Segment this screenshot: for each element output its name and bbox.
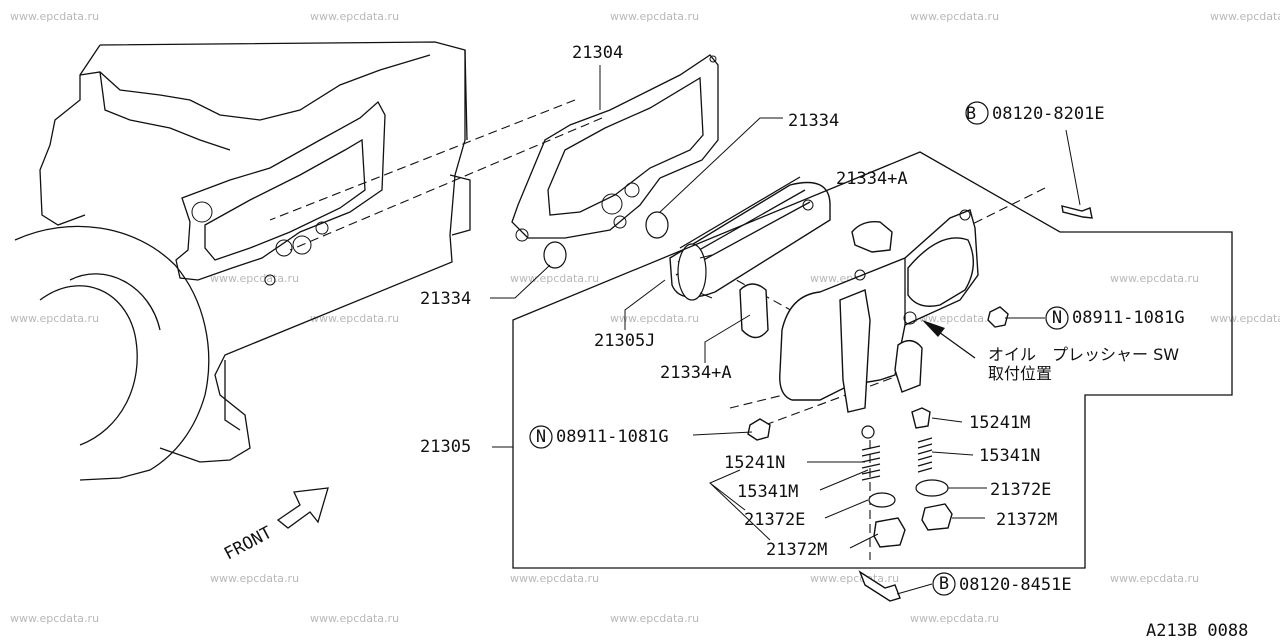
watermark: www.epcdata.ru bbox=[310, 612, 399, 625]
nut-prefix-circle bbox=[529, 425, 553, 449]
figure-code: A213B 0088 bbox=[1146, 621, 1248, 640]
nut-right-shape bbox=[987, 306, 1009, 328]
bolt-08120-8201e-shape bbox=[1061, 205, 1093, 219]
housing-bracket-frame bbox=[512, 151, 1233, 569]
label-21304: 21304 bbox=[572, 43, 623, 63]
prefix-circles bbox=[529, 101, 1069, 596]
right-valve-parts bbox=[911, 407, 953, 531]
gasket-hole bbox=[613, 215, 627, 229]
label-15341n: 15341N bbox=[979, 446, 1040, 466]
gasket-hole bbox=[264, 274, 276, 286]
gasket-hole bbox=[275, 239, 293, 257]
label-21334a-mid: 21334+A bbox=[660, 363, 732, 383]
watermark: www.epcdata.ru bbox=[510, 272, 599, 285]
gasket-hole bbox=[515, 228, 529, 242]
watermark: www.epcdata.ru bbox=[610, 612, 699, 625]
gasket-hole bbox=[191, 201, 213, 223]
oil-cooler-21305j-drawing bbox=[669, 176, 831, 301]
watermark: www.epcdata.ru bbox=[910, 10, 999, 23]
gasket-hole bbox=[292, 235, 312, 255]
nut-prefix: N bbox=[536, 427, 546, 447]
label-08911-1081g-left: 08911-1081G bbox=[556, 427, 669, 447]
watermark: www.epcdata.ru bbox=[210, 272, 299, 285]
label-21372m-right: 21372M bbox=[996, 510, 1057, 530]
front-label: FRONT bbox=[221, 523, 276, 565]
note-line-2: 取付位置 bbox=[988, 364, 1052, 383]
oil-filter-housing-drawing bbox=[779, 209, 979, 413]
pressure-switch-pointer bbox=[922, 320, 976, 359]
label-08120-8201e: 08120-8201E bbox=[992, 104, 1105, 124]
watermark: www.epcdata.ru bbox=[1210, 10, 1280, 23]
nut-left-shape bbox=[747, 418, 771, 441]
watermark: www.epcdata.ru bbox=[810, 572, 899, 585]
engine-block-drawing bbox=[14, 41, 471, 481]
gasket-21304-drawing bbox=[511, 54, 719, 242]
bolt-prefix-circle bbox=[965, 101, 989, 125]
element-21334a-mid bbox=[739, 283, 769, 339]
label-21305: 21305 bbox=[420, 437, 471, 457]
part-labels: 21304 21334 21334 21334+A 21305J 21334+A… bbox=[221, 43, 1248, 640]
label-21372m-left: 21372M bbox=[766, 540, 827, 560]
label-21372e-left: 21372E bbox=[744, 510, 805, 530]
watermark: www.epcdata.ru bbox=[210, 572, 299, 585]
watermark: www.epcdata.ru bbox=[310, 312, 399, 325]
o-ring-21334-left bbox=[543, 241, 567, 269]
fasteners bbox=[747, 205, 1093, 602]
gasket-hole bbox=[709, 55, 717, 63]
bolt-prefix-circle bbox=[932, 572, 956, 596]
note-line-1: オイル プレッシャー SW bbox=[988, 345, 1179, 364]
leader-lines bbox=[490, 65, 1081, 595]
nut-prefix-circle bbox=[1045, 306, 1069, 330]
watermark: www.epcdata.ru bbox=[10, 612, 99, 625]
bolt-prefix: B bbox=[966, 104, 976, 124]
watermark: www.epcdata.ru bbox=[10, 10, 99, 23]
label-21334a-top: 21334+A bbox=[836, 169, 908, 189]
label-08120-8451e: 08120-8451E bbox=[959, 575, 1072, 595]
label-21334-left: 21334 bbox=[420, 289, 471, 309]
o-ring-21334-top bbox=[645, 211, 669, 239]
label-15241n: 15241N bbox=[724, 453, 785, 473]
watermark: www.epcdata.ru bbox=[510, 572, 599, 585]
gasket-hole bbox=[624, 182, 640, 198]
label-21372e-right: 21372E bbox=[990, 480, 1051, 500]
front-direction-arrow bbox=[276, 487, 329, 529]
gasket-hole bbox=[315, 221, 329, 235]
watermark: www.epcdata.ru bbox=[310, 10, 399, 23]
watermark: www.epcdata.ru bbox=[1110, 572, 1199, 585]
element-21334a-top bbox=[851, 221, 893, 253]
label-08911-1081g-right: 08911-1081G bbox=[1072, 308, 1185, 328]
label-15341m: 15341M bbox=[737, 482, 798, 502]
label-21334-top: 21334 bbox=[788, 111, 839, 131]
watermark: www.epcdata.ru bbox=[1210, 312, 1280, 325]
gasket-hole bbox=[601, 193, 623, 215]
watermark: www.epcdata.ru bbox=[610, 312, 699, 325]
watermark: www.epcdata.ru bbox=[910, 612, 999, 625]
cooler-end bbox=[677, 243, 707, 301]
left-valve-parts bbox=[861, 425, 906, 548]
label-15241m: 15241M bbox=[969, 413, 1030, 433]
bolt-prefix: B bbox=[939, 574, 949, 594]
label-21305j: 21305J bbox=[594, 331, 655, 351]
watermark: www.epcdata.ru bbox=[610, 10, 699, 23]
watermark: www.epcdata.ru bbox=[910, 312, 999, 325]
bolt-08120-8451e-shape bbox=[858, 570, 901, 602]
watermark: www.epcdata.ru bbox=[1110, 272, 1199, 285]
watermark: www.epcdata.ru bbox=[10, 312, 99, 325]
nut-prefix: N bbox=[1052, 308, 1062, 328]
